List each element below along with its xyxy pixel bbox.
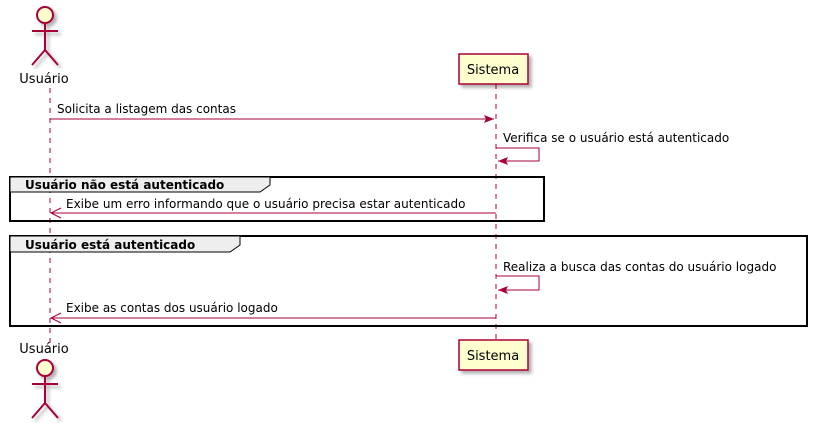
alt-frame-title-tab — [9, 176, 271, 193]
message-label: Verifica se o usuário está autenticado — [503, 131, 729, 145]
arrow-head — [49, 207, 62, 219]
participant-box-bottom — [458, 339, 529, 371]
stick-figure-actor-icon — [31, 6, 59, 66]
opt-frame-title-tab — [9, 235, 241, 253]
participant-label-top: Sistema — [467, 63, 519, 78]
participant-box-top — [458, 53, 529, 85]
actor-top — [31, 6, 59, 66]
arrow-head — [498, 286, 508, 294]
message-label: Solicita a listagem das contas — [57, 102, 236, 116]
participant-label-bottom: Sistema — [467, 349, 519, 364]
message-label: Exibe as contas dos usuário logado — [66, 301, 278, 315]
actor-label-top: Usuário — [19, 72, 68, 87]
message-label: Exibe um erro informando que o usuário p… — [66, 197, 465, 211]
arrow-head — [484, 115, 494, 123]
opt-frame — [9, 235, 808, 327]
arrow-head — [498, 157, 508, 165]
self-message-arrow — [496, 275, 540, 291]
message-label: Realiza a busca das contas do usuário lo… — [503, 260, 776, 274]
opt-frame-title: Usuário está autenticado — [25, 238, 195, 252]
alt-frame — [9, 176, 545, 222]
arrow-head — [49, 312, 62, 324]
actor-bottom — [31, 359, 59, 419]
actor-label-bottom: Usuário — [19, 342, 68, 357]
alt-frame-title: Usuário não está autenticado — [25, 178, 224, 192]
self-message-arrow — [496, 147, 540, 162]
stick-figure-actor-icon — [31, 359, 59, 419]
